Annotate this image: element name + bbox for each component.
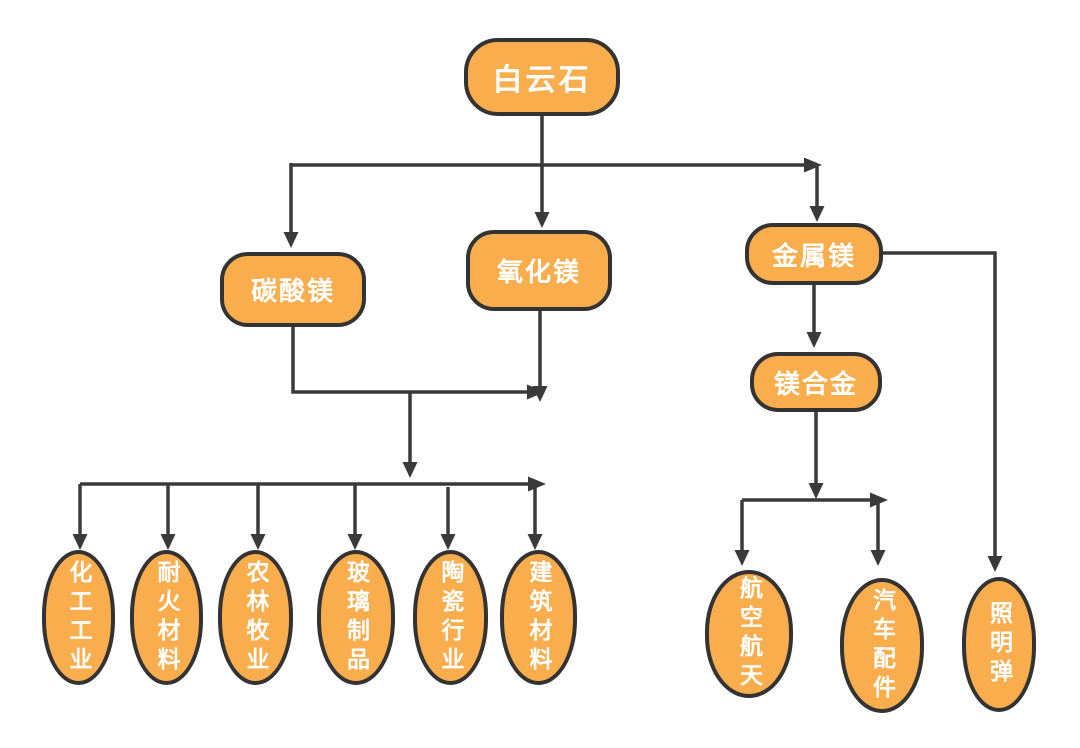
node-magnesium-alloy: 镁合金 bbox=[750, 352, 882, 412]
node-aerospace-label: 航空航天 bbox=[736, 576, 763, 692]
node-agriculture-forestry-husbandry-label: 农林牧业 bbox=[243, 559, 269, 676]
edge-to-carbonate bbox=[283, 163, 299, 248]
node-chemical-industry-label: 化工工业 bbox=[66, 559, 92, 676]
node-chemical-industry: 化工工业 bbox=[42, 550, 115, 685]
node-illumination-flare: 照明弹 bbox=[962, 577, 1036, 712]
edge-alloy-splitter bbox=[742, 492, 888, 508]
node-building-materials-label: 建筑材料 bbox=[526, 559, 552, 676]
edge-drop-agri bbox=[250, 484, 266, 550]
node-magnesium-alloy-label: 镁合金 bbox=[773, 368, 858, 399]
node-magnesium-carbonate: 碳酸镁 bbox=[220, 252, 366, 327]
node-dolomite-label: 白云石 bbox=[492, 64, 592, 97]
edge-carbonate-merge bbox=[291, 327, 545, 400]
edge-bottom-splitter bbox=[80, 476, 546, 492]
node-refractory-materials: 耐火材料 bbox=[130, 550, 203, 685]
edge-alloy-down bbox=[808, 412, 824, 499]
node-glass-products: 玻璃制品 bbox=[317, 550, 395, 685]
node-magnesium-oxide: 氧化镁 bbox=[466, 230, 612, 311]
node-auto-parts: 汽车配件 bbox=[840, 578, 924, 713]
node-illumination-flare-label: 照明弹 bbox=[986, 601, 1013, 688]
node-magnesium-oxide-label: 氧化镁 bbox=[496, 257, 581, 287]
edge-drop-ceramic bbox=[440, 487, 456, 550]
node-dolomite: 白云石 bbox=[464, 38, 620, 116]
edge-drop-aerospace bbox=[734, 500, 750, 566]
node-refractory-materials-label: 耐火材料 bbox=[154, 559, 180, 676]
node-aerospace: 航空航天 bbox=[705, 570, 793, 698]
node-auto-parts-label: 汽车配件 bbox=[869, 587, 896, 704]
edge-oxide-down bbox=[532, 311, 548, 402]
edge-top-splitter bbox=[291, 157, 822, 173]
node-building-materials: 建筑材料 bbox=[500, 550, 577, 685]
edge-metal-to-flare bbox=[883, 251, 1003, 572]
node-metallic-magnesium-label: 金属镁 bbox=[771, 240, 856, 271]
edge-merge-down bbox=[402, 392, 418, 478]
node-agriculture-forestry-husbandry: 农林牧业 bbox=[218, 550, 293, 685]
edge-drop-chemical bbox=[72, 484, 88, 550]
node-ceramics-industry: 陶瓷行业 bbox=[413, 550, 488, 685]
node-metallic-magnesium: 金属镁 bbox=[745, 223, 883, 285]
edge-metal-to-alloy bbox=[806, 285, 822, 348]
edge-drop-refractory bbox=[160, 484, 176, 550]
edge-drop-autoparts bbox=[870, 503, 886, 566]
edge-drop-glass bbox=[347, 484, 363, 550]
node-magnesium-carbonate-label: 碳酸镁 bbox=[250, 276, 335, 306]
node-glass-products-label: 玻璃制品 bbox=[343, 559, 370, 676]
edge-drop-building bbox=[527, 488, 543, 550]
node-ceramics-industry-label: 陶瓷行业 bbox=[438, 559, 464, 676]
edge-root-to-oxide bbox=[534, 116, 550, 228]
edge-to-metal bbox=[809, 166, 825, 222]
